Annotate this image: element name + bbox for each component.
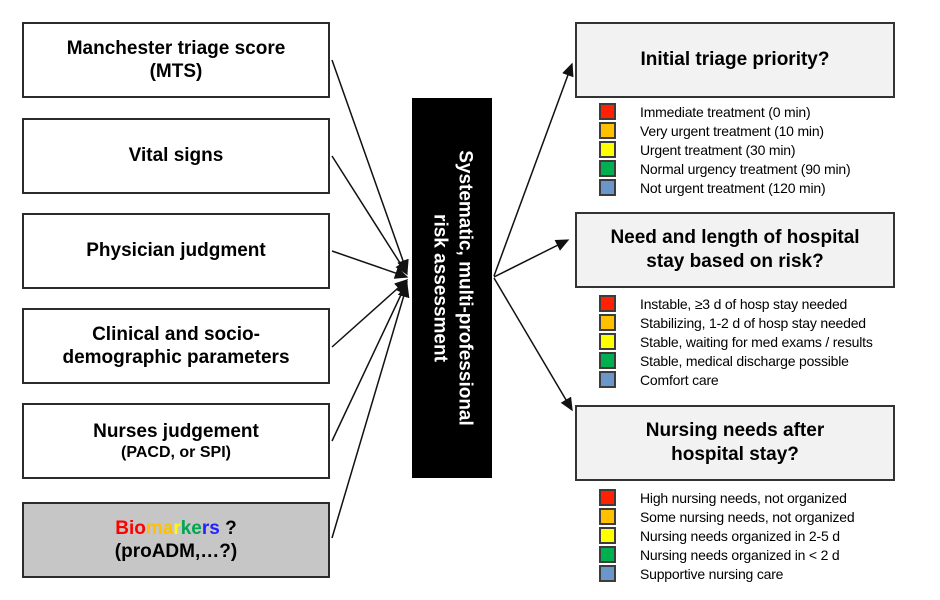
central-box-label: Systematic, multi-professional risk asse… xyxy=(427,98,476,478)
legend-color-swatch xyxy=(599,352,616,369)
output-box-title: hospital stay? xyxy=(671,444,799,465)
arrow-output-2 xyxy=(493,239,570,278)
central-box-line: Systematic, multi-professional xyxy=(454,150,476,426)
input-box-line: Physician judgment xyxy=(86,240,266,262)
legend-item: Urgent treatment (30 min) xyxy=(599,140,929,159)
legend-color-swatch xyxy=(599,179,616,196)
arrow-input-4 xyxy=(331,279,409,348)
legend-color-swatch xyxy=(599,546,616,563)
legend-color-swatch xyxy=(599,122,616,139)
legend-color-swatch xyxy=(599,160,616,177)
legend-color-swatch xyxy=(599,508,616,525)
input-box-biomarkers: Biomarkers ? (proADM,…?) xyxy=(22,502,330,578)
arrow-output-3 xyxy=(493,277,573,412)
legend-label: Immediate treatment (0 min) xyxy=(640,103,811,120)
output-box-title: stay based on risk? xyxy=(646,251,824,272)
legend-item: Stable, medical discharge possible xyxy=(599,351,929,370)
input-box-vital-signs: Vital signs xyxy=(22,118,330,194)
legend-item: Normal urgency treatment (90 min) xyxy=(599,159,929,178)
output-box-title: Initial triage priority? xyxy=(640,49,830,71)
legend-label: Stable, medical discharge possible xyxy=(640,352,849,369)
legend-color-swatch xyxy=(599,295,616,312)
legend-item: Supportive nursing care xyxy=(599,564,929,583)
central-risk-assessment-box: Systematic, multi-professional risk asse… xyxy=(412,98,492,478)
legend-item: Nursing needs organized in 2-5 d xyxy=(599,526,929,545)
legend-label: Some nursing needs, not organized xyxy=(640,508,855,525)
biomarkers-colored-text: Biomarkers ? xyxy=(115,517,237,539)
legend-label: Stabilizing, 1-2 d of hosp stay needed xyxy=(640,314,866,331)
input-box-clinical-parameters: Clinical and socio- demographic paramete… xyxy=(22,308,330,384)
legend-color-swatch xyxy=(599,565,616,582)
legend-color-swatch xyxy=(599,527,616,544)
legend-color-swatch xyxy=(599,103,616,120)
legend-item: Nursing needs organized in < 2 d xyxy=(599,545,929,564)
arrow-input-3 xyxy=(331,250,409,279)
input-box-line: (MTS) xyxy=(149,61,203,82)
legend-label: Supportive nursing care xyxy=(640,565,784,582)
legend-initial-triage: Immediate treatment (0 min) Very urgent … xyxy=(599,102,929,197)
arrow-input-5 xyxy=(331,280,408,442)
input-box-subline: (proADM,…?) xyxy=(114,541,238,562)
input-box-line: demographic parameters xyxy=(62,347,290,368)
legend-item: Immediate treatment (0 min) xyxy=(599,102,929,121)
legend-color-swatch xyxy=(599,489,616,506)
input-box-line: Nurses judgement xyxy=(93,420,259,442)
legend-item: Some nursing needs, not organized xyxy=(599,507,929,526)
output-box-nursing-needs: Nursing needs after hospital stay? xyxy=(575,405,895,481)
legend-item: Stable, waiting for med exams / results xyxy=(599,332,929,351)
legend-label: Stable, waiting for med exams / results xyxy=(640,333,873,350)
legend-color-swatch xyxy=(599,371,616,388)
output-box-hospital-stay: Need and length of hospital stay based o… xyxy=(575,212,895,288)
input-box-line: Manchester triage score xyxy=(66,37,286,59)
legend-color-swatch xyxy=(599,141,616,158)
legend-item: Comfort care xyxy=(599,370,929,389)
legend-label: High nursing needs, not organized xyxy=(640,489,847,506)
legend-label: Urgent treatment (30 min) xyxy=(640,141,796,158)
input-box-manchester-triage: Manchester triage score (MTS) xyxy=(22,22,330,98)
legend-color-swatch xyxy=(599,333,616,350)
output-box-initial-triage: Initial triage priority? xyxy=(575,22,895,98)
input-box-line: Vital signs xyxy=(128,145,224,167)
input-box-nurses-judgement: Nurses judgement (PACD, or SPI) xyxy=(22,403,330,479)
legend-nursing-needs: High nursing needs, not organized Some n… xyxy=(599,488,929,583)
legend-label: Instable, ≥3 d of hosp stay needed xyxy=(640,295,848,312)
legend-item: High nursing needs, not organized xyxy=(599,488,929,507)
input-box-physician-judgment: Physician judgment xyxy=(22,213,330,289)
output-box-title: Nursing needs after xyxy=(645,420,825,442)
legend-hospital-stay: Instable, ≥3 d of hosp stay needed Stabi… xyxy=(599,294,929,389)
legend-item: Stabilizing, 1-2 d of hosp stay needed xyxy=(599,313,929,332)
legend-label: Normal urgency treatment (90 min) xyxy=(640,160,851,177)
arrow-input-2 xyxy=(331,155,408,276)
output-box-title: Need and length of hospital xyxy=(610,227,860,249)
arrow-input-6 xyxy=(331,283,410,539)
legend-item: Very urgent treatment (10 min) xyxy=(599,121,929,140)
central-box-line: risk assessment xyxy=(430,214,451,362)
arrow-output-1 xyxy=(493,62,574,277)
legend-label: Very urgent treatment (10 min) xyxy=(640,122,824,139)
legend-label: Nursing needs organized in < 2 d xyxy=(640,546,840,563)
legend-item: Not urgent treatment (120 min) xyxy=(599,178,929,197)
input-box-subline: (PACD, or SPI) xyxy=(121,443,231,461)
legend-label: Comfort care xyxy=(640,371,719,388)
legend-color-swatch xyxy=(599,314,616,331)
legend-item: Instable, ≥3 d of hosp stay needed xyxy=(599,294,929,313)
legend-label: Nursing needs organized in 2-5 d xyxy=(640,527,840,544)
input-box-line: Clinical and socio- xyxy=(92,323,260,345)
legend-label: Not urgent treatment (120 min) xyxy=(640,179,826,196)
arrow-input-1 xyxy=(331,59,409,274)
